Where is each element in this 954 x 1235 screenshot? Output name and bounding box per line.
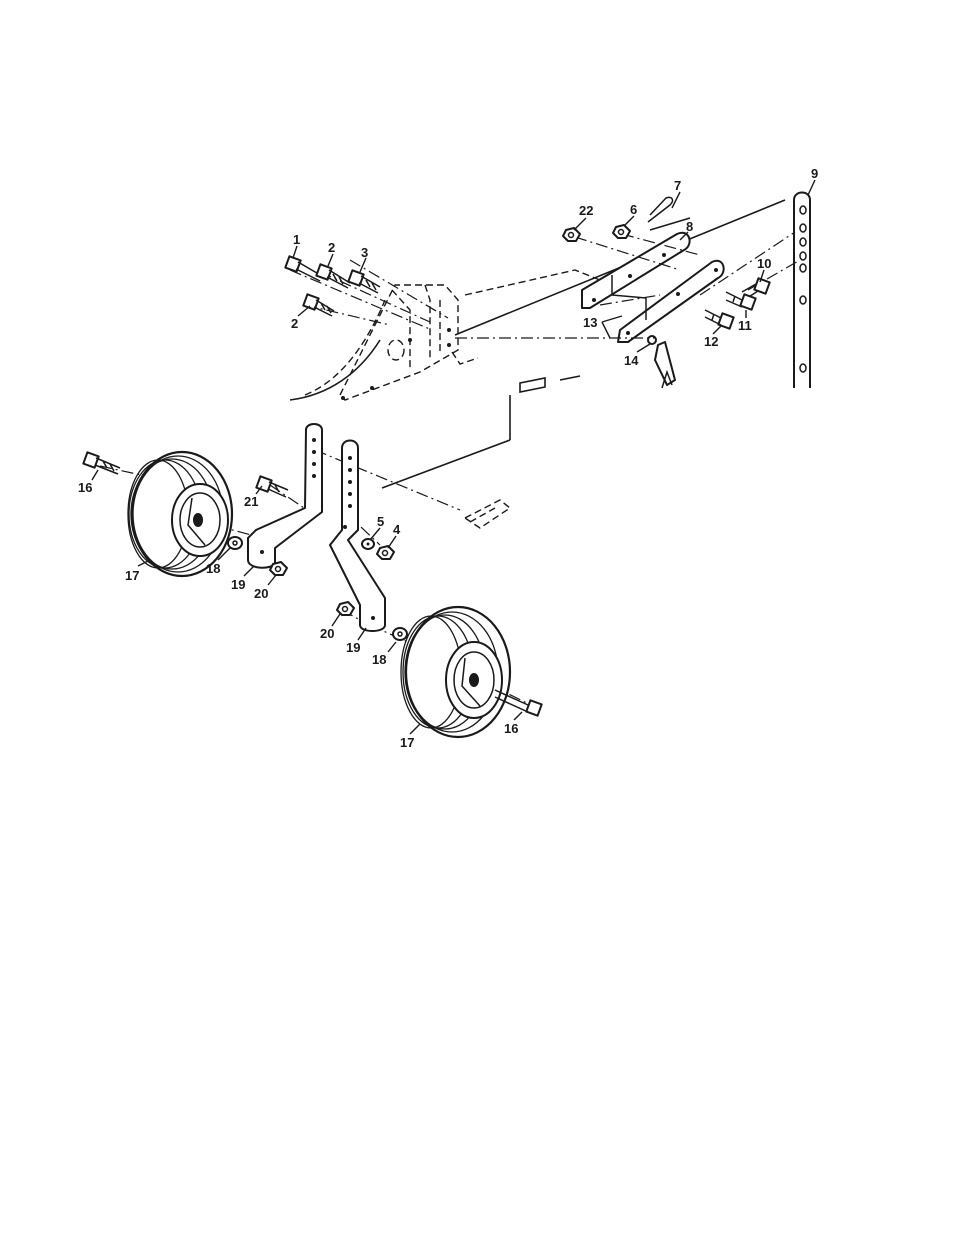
callout-2: 2: [328, 240, 335, 255]
bolt-16-left: [83, 452, 120, 474]
callout-14: 14: [624, 353, 639, 368]
callout-4: 4: [393, 522, 401, 537]
callout-17: 17: [400, 735, 414, 750]
depth-bar: [794, 193, 810, 389]
callout-7: 7: [674, 178, 681, 193]
nut-22: [563, 228, 580, 241]
callout-6: 6: [630, 202, 637, 217]
callout-11: 11: [738, 318, 752, 333]
callout-22: 22: [579, 203, 593, 218]
bolt-3: [348, 270, 380, 293]
clevis-pin: [648, 336, 675, 388]
wheel-bracket-right: [330, 441, 385, 632]
callout-17: 17: [125, 568, 139, 583]
nut-20-right: [337, 602, 354, 615]
callout-21: 21: [244, 494, 258, 509]
callout-5: 5: [377, 514, 384, 529]
callout-13: 13: [583, 315, 597, 330]
bolt-2-upper: [316, 264, 350, 288]
nut-4: [377, 546, 394, 559]
callout-10: 10: [757, 256, 771, 271]
callout-3: 3: [361, 245, 368, 260]
callout-18: 18: [372, 652, 386, 667]
wheel-right: [401, 607, 510, 737]
callout-18: 18: [206, 561, 220, 576]
washer-18-left: [228, 537, 242, 549]
bolt-1: [285, 256, 322, 281]
washer-5: [362, 539, 374, 549]
hair-pin: [648, 197, 690, 230]
callout-2: 2: [291, 316, 298, 331]
callout-12: 12: [704, 334, 718, 349]
callout-1: 1: [293, 232, 300, 247]
callout-8: 8: [686, 219, 693, 234]
wheel-left: [128, 452, 232, 576]
callout-16: 16: [504, 721, 518, 736]
callout-19: 19: [231, 577, 245, 592]
callout-20: 20: [320, 626, 334, 641]
callout-9: 9: [811, 166, 818, 181]
nut-6: [613, 225, 630, 238]
callout-20: 20: [254, 586, 268, 601]
mounting-bracket: [340, 285, 458, 400]
nut-20-left: [270, 562, 287, 575]
callout-16: 16: [78, 480, 92, 495]
bolt-2-lower: [303, 294, 334, 316]
callout-19: 19: [346, 640, 360, 655]
washer-18-right: [393, 628, 407, 640]
bolt-12: [705, 310, 734, 329]
